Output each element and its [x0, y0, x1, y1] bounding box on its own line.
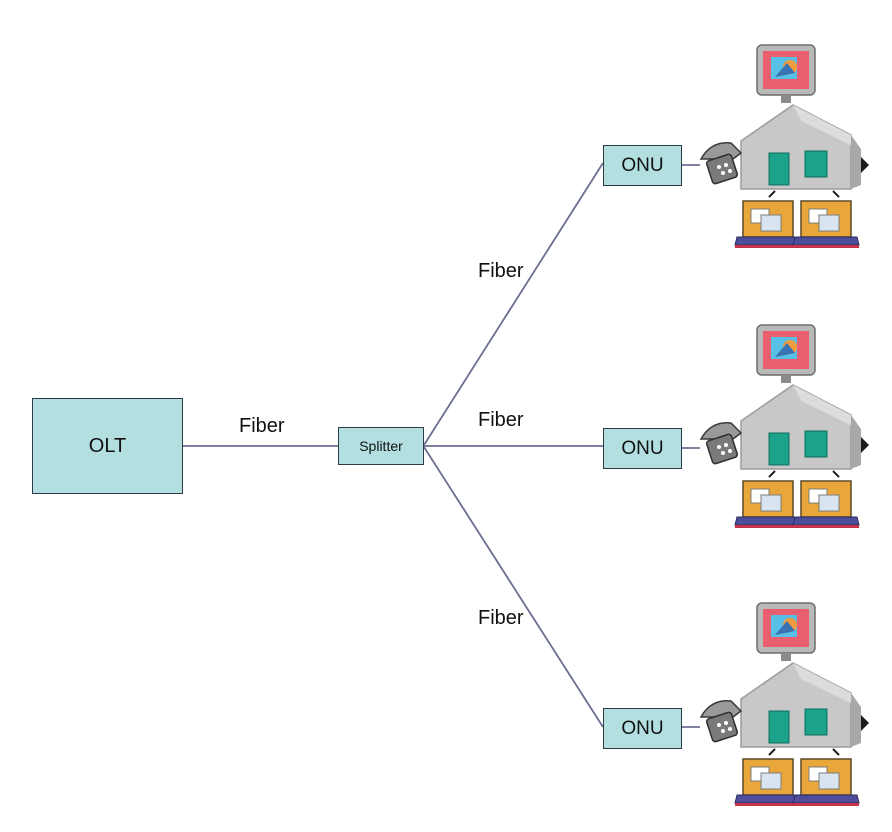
olt-label: OLT	[88, 434, 127, 457]
fiber-label-onu-2: Fiber	[478, 409, 524, 431]
fiber-splitter-to-onu-3	[423, 446, 604, 728]
onu-node-2: ONU	[603, 428, 682, 469]
splitter-label: Splitter	[359, 438, 403, 454]
splitter-node: Splitter	[338, 427, 424, 465]
house-icon	[700, 324, 870, 529]
onu-node-1: ONU	[603, 145, 682, 186]
house-icon	[700, 602, 870, 807]
olt-node: OLT	[32, 398, 183, 494]
fiber-label-olt-splitter: Fiber	[239, 415, 285, 437]
onu-label: ONU	[621, 437, 664, 459]
onu-node-3: ONU	[603, 708, 682, 749]
fiber-label-onu-1: Fiber	[478, 260, 524, 282]
fiber-label-onu-3: Fiber	[478, 607, 524, 629]
fiber-splitter-to-onu-1	[423, 162, 604, 446]
house-icon	[700, 44, 870, 249]
onu-label: ONU	[621, 717, 664, 739]
onu-label: ONU	[621, 154, 664, 176]
